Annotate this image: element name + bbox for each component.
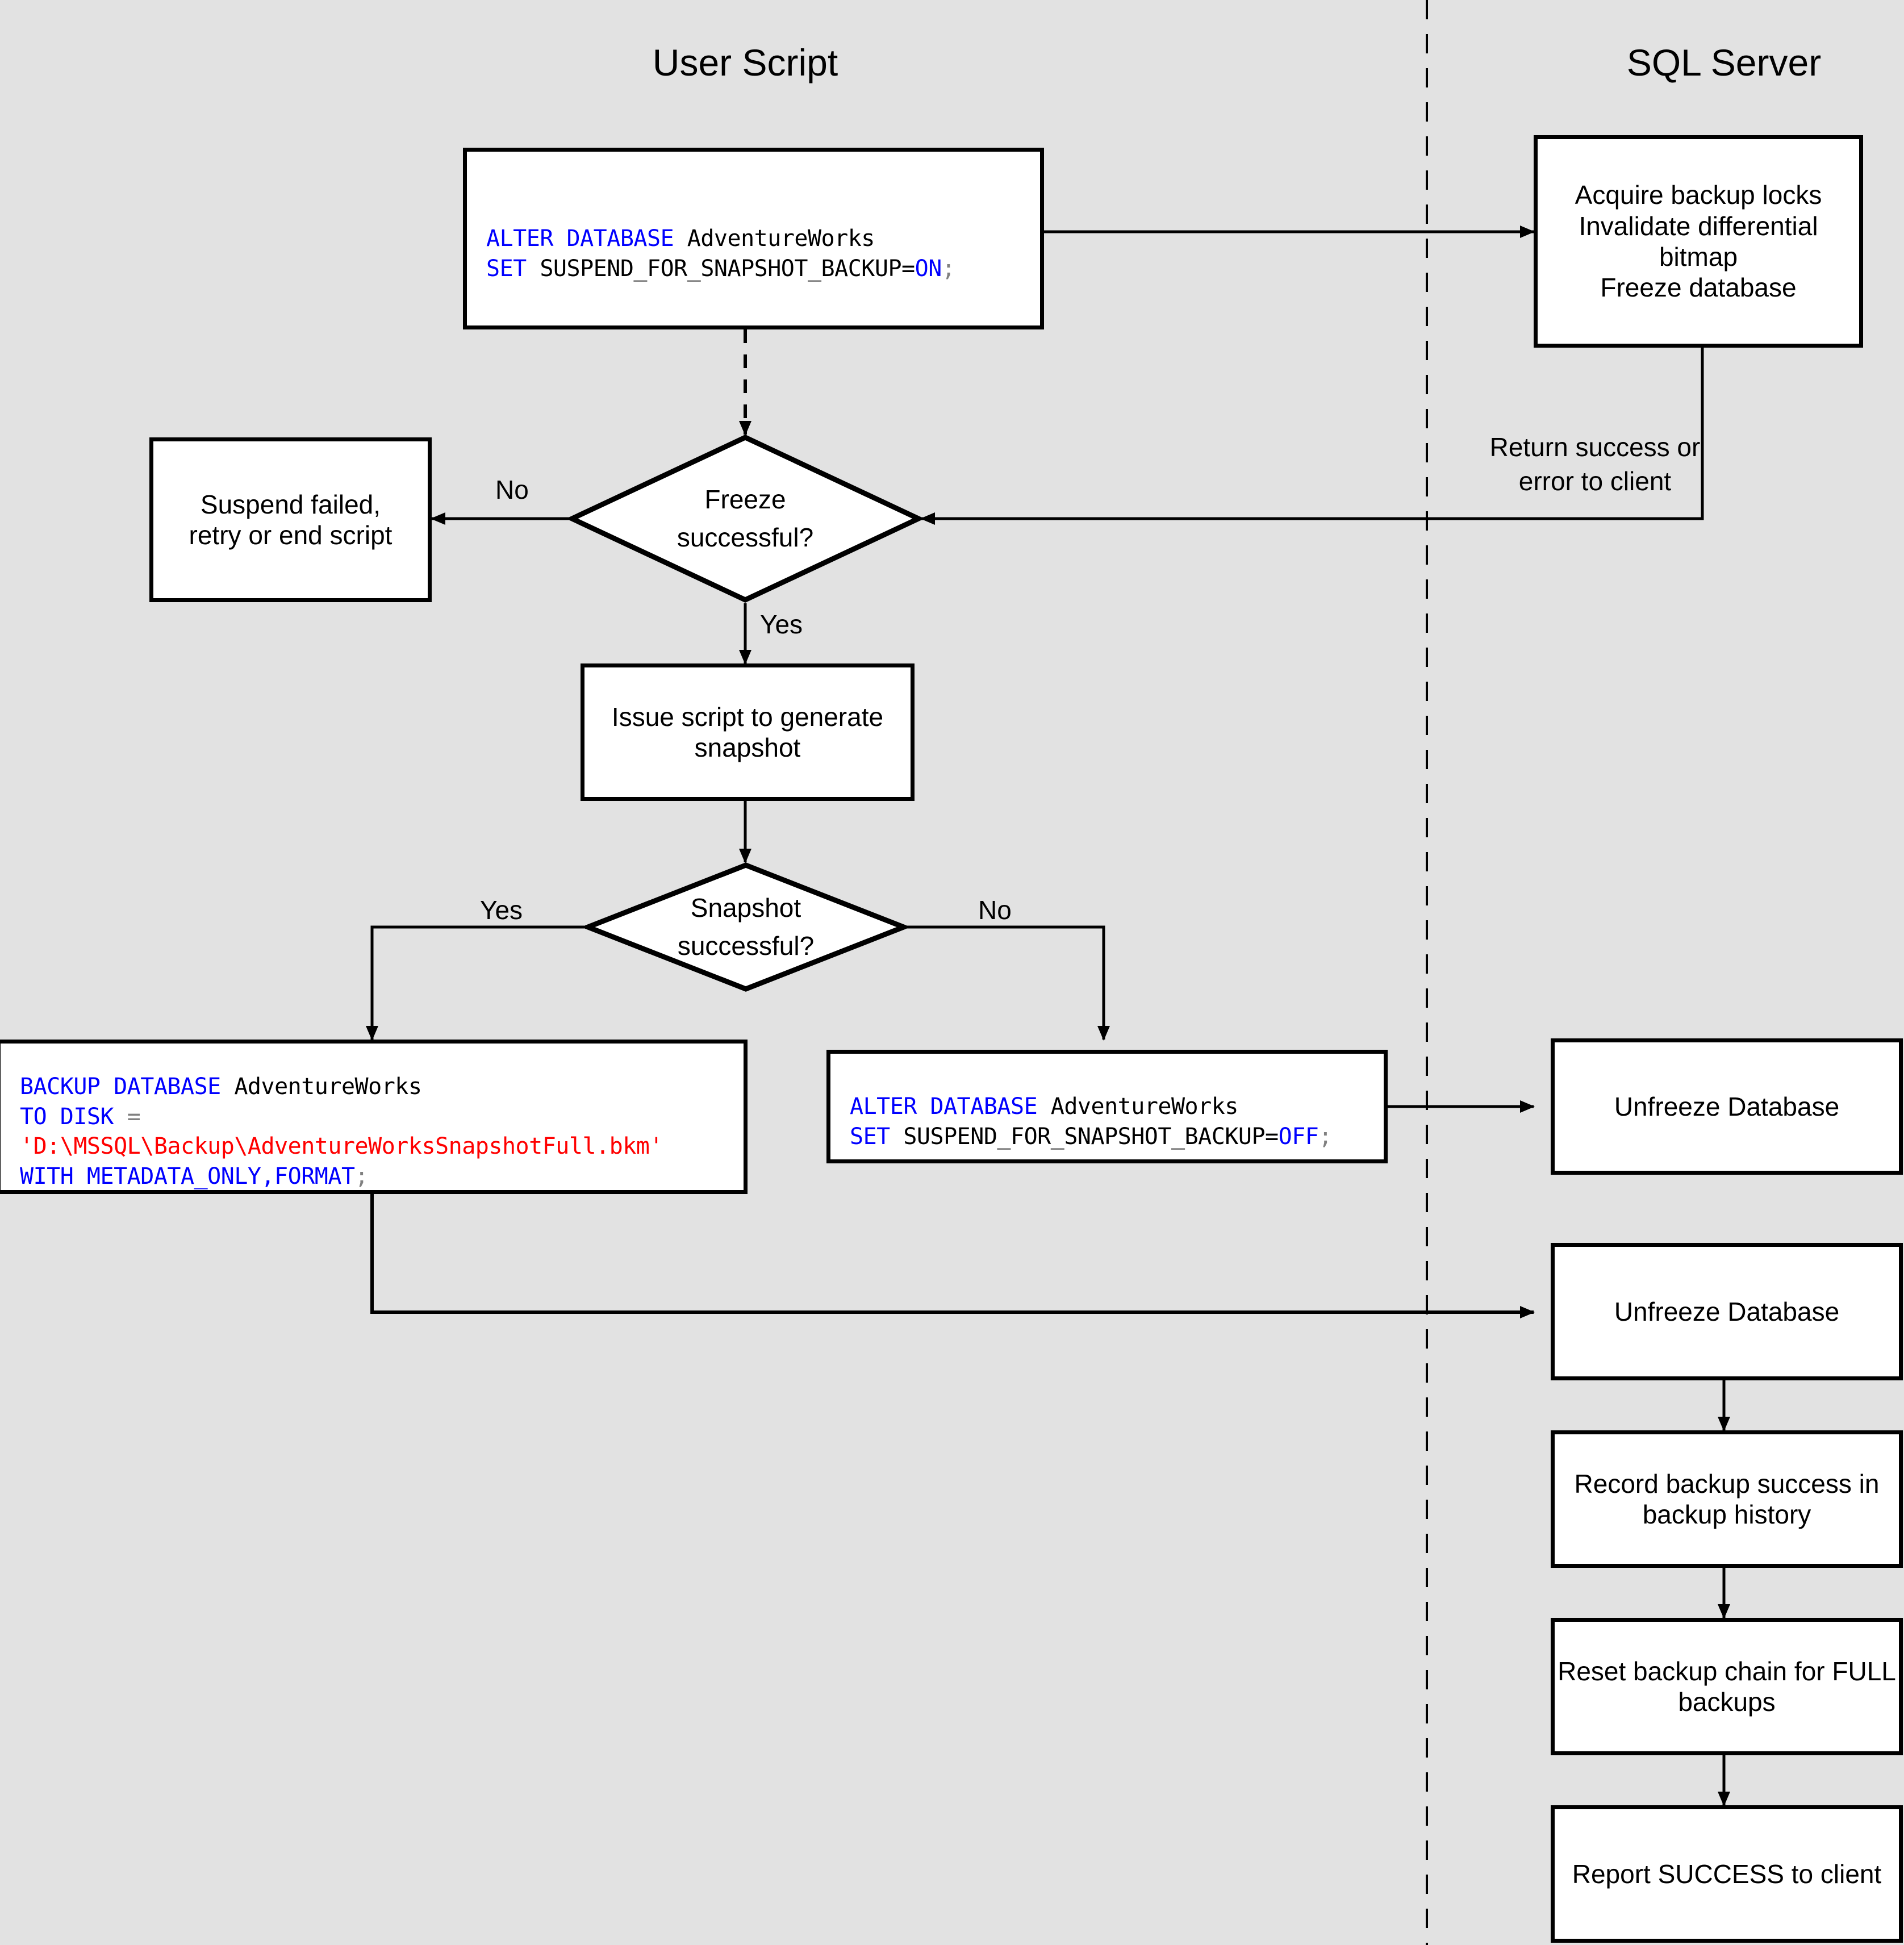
- alter-off-option: SUSPEND_FOR_SNAPSHOT_BACKUP=: [890, 1123, 1279, 1150]
- node-acquire-backup-locks: Acquire backup locks Invalidate differen…: [1534, 135, 1863, 348]
- alter-on-keyword-2: SET: [486, 255, 527, 282]
- edge-snapshot-yes: [366, 925, 585, 1041]
- alter-off-keyword-2: SET: [850, 1123, 890, 1150]
- node-snapshot-successful-decision: Snapshot successful?: [585, 862, 907, 992]
- edge-note-return-success: Return success or error to client: [1489, 432, 1701, 496]
- edge-label-freeze-yes: Yes: [760, 610, 803, 639]
- node-reset-backup-chain: Reset backup chain for FULL backups: [1551, 1618, 1903, 1755]
- backup-keyword-1: BACKUP DATABASE: [20, 1073, 221, 1100]
- node-record-backup-success: Record backup success in backup history: [1551, 1430, 1903, 1568]
- snapshot-decision-label: Snapshot successful?: [677, 893, 815, 961]
- node-alter-database-on: ALTER DATABASE AdventureWorks SET SUSPEN…: [463, 148, 1044, 329]
- node-freeze-successful-decision: Freeze successful?: [569, 435, 921, 603]
- backup-object: AdventureWorks: [220, 1073, 422, 1100]
- backup-keyword-3: WITH METADATA_ONLY,FORMAT: [20, 1163, 355, 1190]
- node-suspend-failed: Suspend failed, retry or end script: [149, 437, 432, 602]
- node-report-success: Report SUCCESS to client: [1551, 1805, 1903, 1943]
- alter-off-keyword-1: ALTER DATABASE: [850, 1093, 1038, 1120]
- node-issue-script: Issue script to generate snapshot: [581, 663, 915, 801]
- backup-equals: =: [127, 1103, 141, 1130]
- alter-off-value: OFF: [1278, 1123, 1319, 1150]
- freeze-decision-label: Freeze successful?: [677, 485, 814, 552]
- alter-off-object: AdventureWorks: [1037, 1093, 1239, 1120]
- edge-snapshot-no: [907, 925, 1110, 1041]
- lane-title-sql-server: SQL Server: [1626, 41, 1822, 84]
- edge-backup-to-unfreeze: [370, 1194, 1535, 1318]
- alter-on-keyword-1: ALTER DATABASE: [486, 225, 674, 252]
- alter-on-object-1: AdventureWorks: [674, 225, 875, 252]
- node-backup-database: BACKUP DATABASE AdventureWorks TO DISK =…: [0, 1040, 748, 1194]
- node-alter-database-off: ALTER DATABASE AdventureWorks SET SUSPEN…: [826, 1050, 1388, 1163]
- edge-label-snapshot-yes: Yes: [480, 895, 523, 925]
- backup-path-string: 'D:\MSSQL\Backup\AdventureWorksSnapshotF…: [20, 1133, 663, 1160]
- edge-label-freeze-no: No: [495, 475, 529, 504]
- node-unfreeze-database-top: Unfreeze Database: [1551, 1038, 1903, 1175]
- alter-on-semicolon: ;: [941, 255, 955, 282]
- alter-off-semicolon: ;: [1318, 1123, 1332, 1150]
- edge-label-snapshot-no: No: [978, 895, 1012, 925]
- alter-on-value: ON: [915, 255, 942, 282]
- alter-on-option: SUSPEND_FOR_SNAPSHOT_BACKUP=: [526, 255, 915, 282]
- node-unfreeze-database-bottom: Unfreeze Database: [1551, 1243, 1903, 1380]
- backup-keyword-2: TO DISK: [20, 1103, 127, 1130]
- backup-semicolon: ;: [354, 1163, 369, 1190]
- lane-title-user-script: User Script: [652, 41, 838, 84]
